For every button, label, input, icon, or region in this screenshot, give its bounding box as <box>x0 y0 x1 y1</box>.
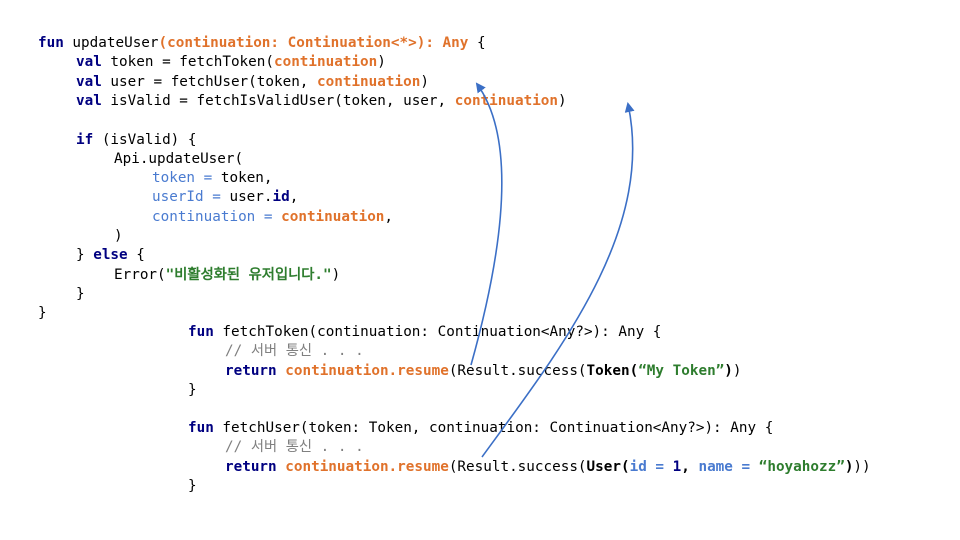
code-token: } <box>188 381 197 398</box>
code-token: return <box>225 458 277 475</box>
code-token: name = <box>698 458 759 475</box>
code-token: } <box>76 285 85 302</box>
code-token: updateUser <box>63 35 159 51</box>
code-line: } <box>38 304 47 323</box>
code-token: continuation <box>273 54 378 71</box>
code-line: } <box>188 477 197 496</box>
code-token: continuation <box>454 92 559 109</box>
code-line: return continuation.resume(Result.succes… <box>225 458 871 477</box>
code-line: val token = fetchToken(continuation) <box>76 53 386 72</box>
code-line: token = token, <box>152 169 273 188</box>
code-line: Api.updateUser( <box>114 150 243 169</box>
code-line: if (isValid) { <box>76 131 197 150</box>
arrow-fetch-token-to-user-line <box>470 82 503 366</box>
code-line: fun fetchUser(token: Token, continuation… <box>188 419 773 438</box>
code-token: val <box>76 92 102 109</box>
code-token: User( <box>586 458 630 475</box>
code-token: } <box>76 247 94 264</box>
code-token: id <box>272 189 290 206</box>
code-token: ) <box>114 228 123 244</box>
code-token: fun <box>188 324 214 340</box>
code-line: val isValid = fetchIsValidUser(token, us… <box>76 92 567 111</box>
code-token: ) <box>420 73 429 90</box>
code-token: { <box>127 247 145 264</box>
code-line: ) <box>114 227 123 246</box>
code-token: // 서버 통신 . . . <box>225 439 364 456</box>
arrow-fetch-user-to-isvalid-line <box>481 102 635 458</box>
code-token: fetchUser(token: Token, continuation: Co… <box>213 420 774 436</box>
code-token: ) <box>377 54 386 71</box>
code-token: , <box>681 458 699 475</box>
code-token: "비활성화된 유저입니다." <box>165 266 332 283</box>
code-line: fun updateUser(continuation: Continuatio… <box>38 34 486 53</box>
code-token: return <box>225 362 277 379</box>
code-token: fun <box>38 35 64 51</box>
code-line: } <box>188 381 197 400</box>
code-token: else <box>93 247 128 264</box>
code-line: } else { <box>76 246 145 265</box>
code-token: ) <box>732 362 742 379</box>
code-token: “hoyahozz” <box>758 458 845 475</box>
code-line: val user = fetchUser(token, continuation… <box>76 73 429 92</box>
code-token: } <box>38 305 47 322</box>
code-token: } <box>188 477 197 494</box>
code-line: return continuation.resume(Result.succes… <box>225 362 742 381</box>
code-token: ) <box>558 92 567 109</box>
code-token: (continuation: Continuation<*>): Any <box>158 35 469 51</box>
code-line: userId = user.id, <box>152 188 298 207</box>
code-token: ) <box>331 266 341 283</box>
code-token: 1 <box>672 458 682 475</box>
code-token: Api.updateUser( <box>114 150 244 167</box>
code-token: token, <box>220 170 273 187</box>
code-token: fun <box>188 420 214 436</box>
code-token: token = fetchToken( <box>101 54 274 71</box>
code-token: continuation <box>317 73 421 90</box>
code-token: isValid = fetchIsValidUser(token, user, <box>101 92 455 109</box>
code-token: (Result.success( <box>448 362 587 379</box>
code-token: ) <box>724 362 733 379</box>
code-token: val <box>76 54 102 71</box>
code-token: Error( <box>114 266 166 283</box>
code-token: (isValid) { <box>93 131 197 148</box>
code-token: token = <box>152 170 221 187</box>
code-token: )) <box>853 458 871 475</box>
code-token: if <box>76 131 94 148</box>
code-token: user. <box>229 189 273 206</box>
code-line: // 서버 통신 . . . <box>225 438 364 457</box>
code-line: } <box>76 285 85 304</box>
code-token: continuation <box>281 208 385 225</box>
code-token: val <box>76 73 102 90</box>
code-token: id = <box>629 458 673 475</box>
code-line: continuation = continuation, <box>152 208 393 227</box>
code-token: continuation.resume <box>285 362 449 379</box>
code-token: userId = <box>152 189 230 206</box>
code-token: , <box>289 189 299 206</box>
code-token: // 서버 통신 . . . <box>225 343 364 360</box>
code-token: , <box>384 208 394 225</box>
code-line: Error("비활성화된 유저입니다.") <box>114 266 340 285</box>
code-token: “My Token” <box>638 362 725 379</box>
code-token: Token( <box>586 362 639 379</box>
code-token: ) <box>844 458 854 475</box>
code-line: // 서버 통신 . . . <box>225 342 364 361</box>
code-token: continuation = <box>152 208 282 225</box>
code-token: user = fetchUser(token, <box>101 73 318 90</box>
code-token: { <box>468 35 486 51</box>
code-token: (Result.success( <box>448 458 587 475</box>
code-token: continuation.resume <box>285 458 449 475</box>
